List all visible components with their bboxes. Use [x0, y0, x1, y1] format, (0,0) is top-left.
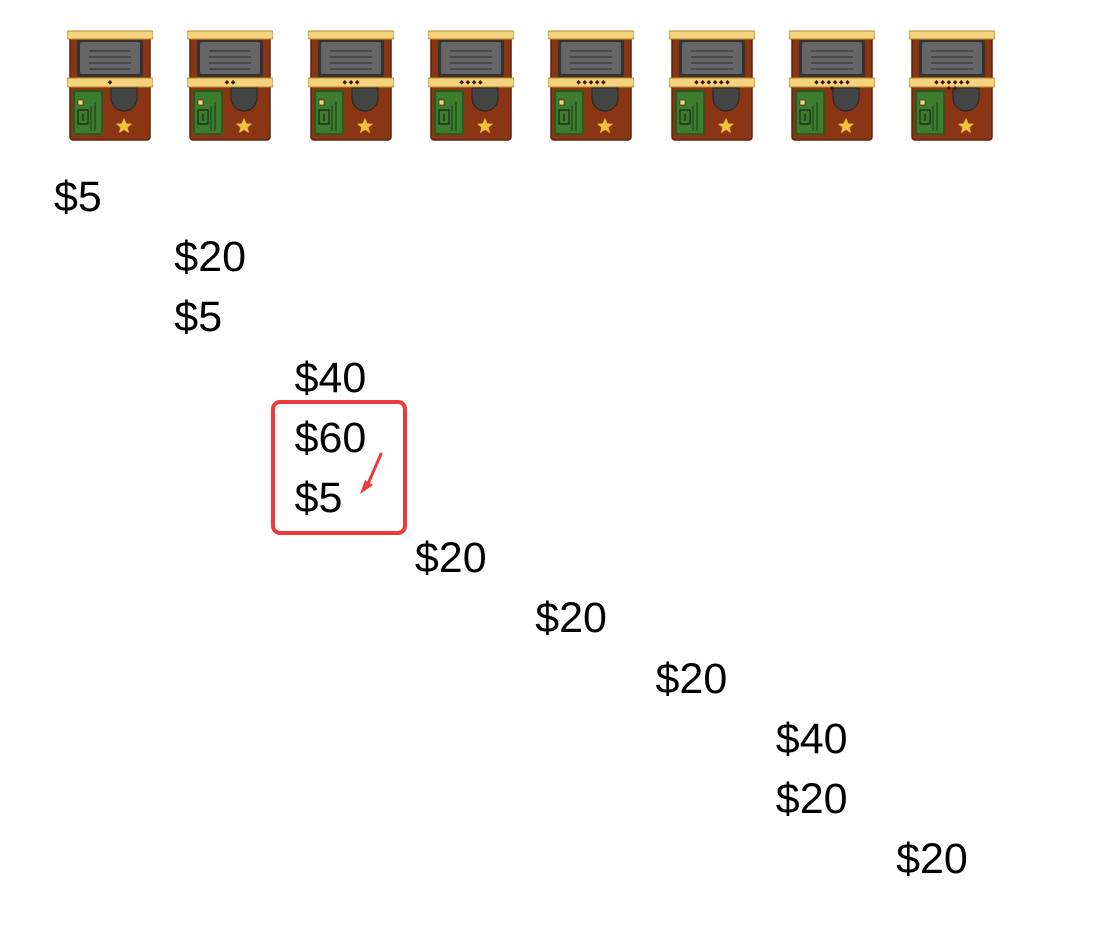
arcade-machine-icon — [187, 30, 274, 141]
arrow-icon — [360, 452, 383, 494]
payout-amount: $5 — [294, 474, 343, 522]
payout-amount: $20 — [655, 654, 728, 703]
payout-amount: $20 — [174, 233, 247, 282]
payout-amount: $40 — [775, 714, 848, 763]
payout-amount: $20 — [414, 534, 487, 583]
payout-amount: $60 — [294, 413, 367, 462]
payout-amount: $20 — [775, 775, 848, 823]
payout-amount: $5 — [54, 173, 102, 221]
arcade-machine-icon — [427, 30, 514, 141]
payout-amount: $40 — [294, 353, 367, 402]
arcade-machine-icon — [668, 30, 755, 141]
payout-amount: $20 — [535, 594, 607, 643]
payout-amount: $5 — [174, 293, 223, 342]
arcade-machine-icon — [548, 30, 635, 141]
arcade-machine-icon — [788, 30, 875, 141]
highlight-box — [271, 400, 407, 535]
arcade-machine-icon — [307, 30, 394, 141]
arcade-machine-icon — [909, 30, 996, 141]
arcade-machine-icon — [67, 30, 153, 141]
payout-amount: $20 — [896, 835, 968, 884]
